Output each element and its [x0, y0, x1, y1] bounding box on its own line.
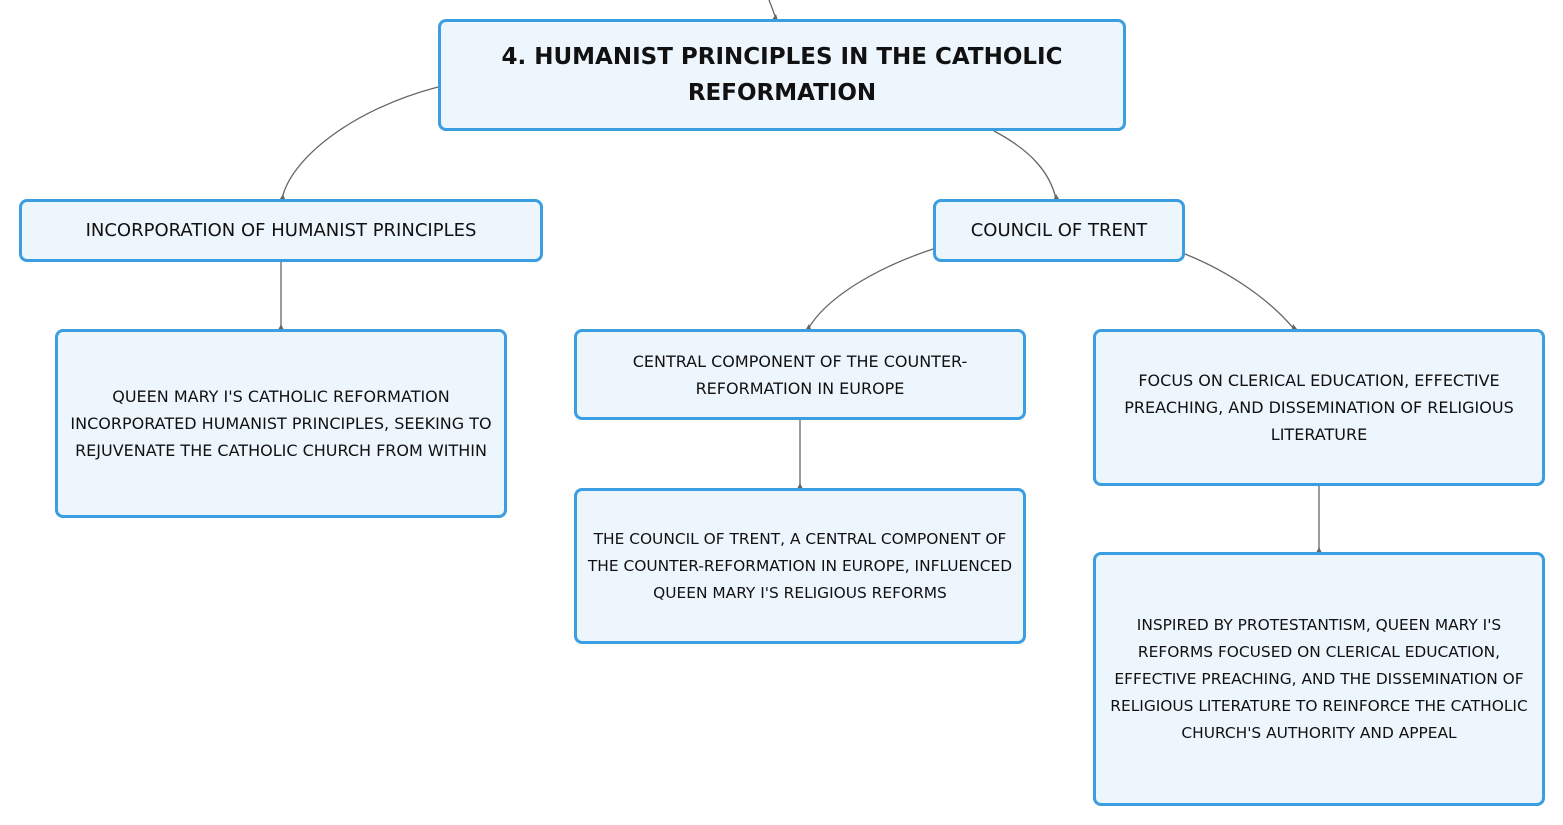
- root-topic-node[interactable]: 4. HUMANIST PRINCIPLES IN THE CATHOLIC R…: [438, 19, 1126, 131]
- root-topic-label: 4. HUMANIST PRINCIPLES IN THE CATHOLIC R…: [501, 44, 1063, 106]
- central-component-label: CENTRAL COMPONENT OF THE COUNTER-REFORMA…: [632, 351, 968, 398]
- incorporation-branch-node[interactable]: INCORPORATION OF HUMANIST PRINCIPLES: [19, 199, 543, 262]
- council-influence-detail-label: THE COUNCIL OF TRENT, A CENTRAL COMPONEN…: [587, 529, 1013, 602]
- connector-council-to-central: [807, 248, 934, 330]
- incorporation-branch-label: INCORPORATION OF HUMANIST PRINCIPLES: [85, 219, 477, 241]
- council-influence-detail-node[interactable]: THE COUNCIL OF TRENT, A CENTRAL COMPONEN…: [574, 488, 1026, 644]
- queen-mary-reformation-node[interactable]: QUEEN MARY I'S CATHOLIC REFORMATION INCO…: [55, 329, 507, 518]
- protestant-inspiration-detail-node[interactable]: INSPIRED BY PROTESTANTISM, QUEEN MARY I'…: [1093, 552, 1545, 806]
- connector-incoming-root: [768, 0, 777, 20]
- connector-council-to-focus: [1184, 253, 1295, 330]
- protestant-inspiration-detail-label: INSPIRED BY PROTESTANTISM, QUEEN MARY I'…: [1110, 615, 1528, 742]
- queen-mary-reformation-label: QUEEN MARY I'S CATHOLIC REFORMATION INCO…: [70, 387, 492, 460]
- clerical-focus-label: FOCUS ON CLERICAL EDUCATION, EFFECTIVE P…: [1124, 371, 1514, 444]
- council-of-trent-label: COUNCIL OF TRENT: [970, 219, 1148, 241]
- connector-root-to-incorporation: [281, 86, 439, 200]
- council-of-trent-node[interactable]: COUNCIL OF TRENT: [933, 199, 1185, 262]
- central-component-node[interactable]: CENTRAL COMPONENT OF THE COUNTER-REFORMA…: [574, 329, 1026, 420]
- clerical-focus-node[interactable]: FOCUS ON CLERICAL EDUCATION, EFFECTIVE P…: [1093, 329, 1545, 486]
- connector-root-to-council: [993, 130, 1057, 200]
